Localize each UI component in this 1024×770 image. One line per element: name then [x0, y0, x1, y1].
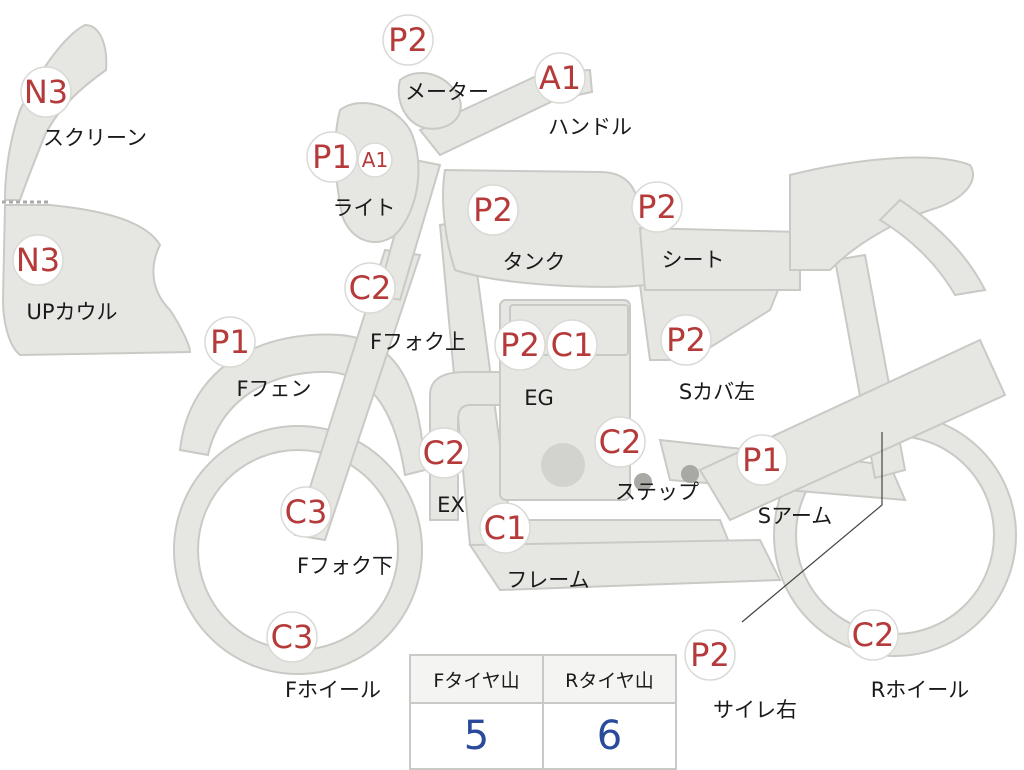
grade-screen: N3	[24, 73, 68, 111]
badge-step: C2	[594, 416, 646, 468]
rear-cowl-shape	[789, 156, 975, 271]
grade-scover: P2	[666, 321, 706, 359]
badge-light-2: A1	[357, 142, 393, 178]
grade-ffork-up: C2	[349, 269, 392, 307]
grade-meter: P2	[388, 21, 428, 59]
grade-ex: C2	[423, 434, 466, 472]
badge-frame: C1	[479, 502, 531, 554]
tire-table-value-row: 5 6	[409, 702, 677, 770]
label-light: ライト	[333, 196, 396, 220]
badge-ffender: P1	[204, 316, 256, 368]
rear-tire-value: 6	[542, 702, 677, 770]
label-meter: メーター	[405, 80, 489, 104]
label-rwheel: Rホイール	[871, 678, 970, 702]
badge-screen: N3	[20, 66, 72, 118]
badge-scover: P2	[660, 314, 712, 366]
label-ex: EX	[437, 493, 465, 517]
silencer-leader-line	[741, 432, 883, 623]
grade-tank: P2	[473, 191, 513, 229]
grade-fwheel: C3	[271, 618, 314, 656]
badge-fwheel: C3	[266, 611, 318, 663]
grade-sarm: P1	[742, 441, 782, 479]
exhaust-shape	[429, 371, 521, 521]
badge-rwheel: C2	[847, 609, 899, 661]
label-fwheel: Fホイール	[285, 678, 381, 702]
part-labels: スクリーン UPカウル メーター ハンドル ライト タンク シート Fフォク上 …	[26, 80, 969, 722]
grade-frame: C1	[484, 509, 527, 547]
rear-tire-header: Rタイヤ山	[542, 654, 677, 704]
badge-silencer: P2	[684, 629, 736, 681]
label-screen: スクリーン	[43, 126, 147, 150]
meter-shape	[397, 71, 462, 130]
badge-upcowl: N3	[12, 234, 64, 286]
badge-sarm: P1	[736, 434, 788, 486]
label-ffender: Fフェン	[236, 377, 311, 401]
grade-step: C2	[599, 423, 642, 461]
grade-light-2: A1	[362, 148, 388, 172]
grade-silencer: P2	[690, 636, 730, 674]
seat-shape	[638, 226, 801, 291]
tire-tread-table: Fタイヤ山 Rタイヤ山 5 6	[409, 654, 677, 770]
grade-ffork-lo: C3	[285, 493, 328, 531]
badge-eg: P2	[494, 319, 546, 371]
badge-eg-2: C1	[546, 319, 598, 371]
badge-ffork-up: C2	[344, 262, 396, 314]
label-seat: シート	[662, 248, 725, 272]
front-tire-header: Fタイヤ山	[409, 654, 544, 704]
label-ffork-lo: Fフォク下	[297, 554, 393, 578]
tire-table-header-row: Fタイヤ山 Rタイヤ山	[409, 654, 677, 704]
grade-eg: P2	[500, 326, 540, 364]
badge-meter: P2	[382, 14, 434, 66]
label-handle: ハンドル	[548, 115, 632, 139]
grade-ffender: P1	[210, 323, 250, 361]
label-eg: EG	[524, 386, 554, 410]
label-scover: Sカバ左	[679, 380, 755, 404]
grade-light: P1	[312, 138, 352, 176]
grade-badges: N3 N3 P2 A1 P1 A1 P2 P2 C2 P1 P2 C1 P2 C…	[12, 14, 899, 681]
grade-rwheel: C2	[852, 616, 895, 654]
grade-upcowl: N3	[16, 241, 60, 279]
front-tire-value: 5	[409, 702, 544, 770]
label-frame: フレーム	[506, 568, 589, 592]
grade-seat: P2	[637, 188, 677, 226]
grade-eg-2: C1	[551, 326, 594, 364]
label-step: ステップ	[615, 480, 699, 504]
label-ffork-up: Fフォク上	[370, 330, 466, 354]
badge-light: P1	[306, 131, 358, 183]
label-silencer: サイレ右	[713, 698, 797, 722]
grade-handle: A1	[539, 59, 581, 97]
badge-handle: A1	[534, 52, 586, 104]
badge-ffork-lo: C3	[280, 486, 332, 538]
badge-seat: P2	[631, 181, 683, 233]
badge-tank: P2	[467, 184, 519, 236]
badge-ex: C2	[418, 427, 470, 479]
label-upcowl: UPカウル	[26, 300, 117, 324]
label-tank: タンク	[503, 250, 566, 274]
label-sarm: Sアーム	[758, 504, 832, 528]
